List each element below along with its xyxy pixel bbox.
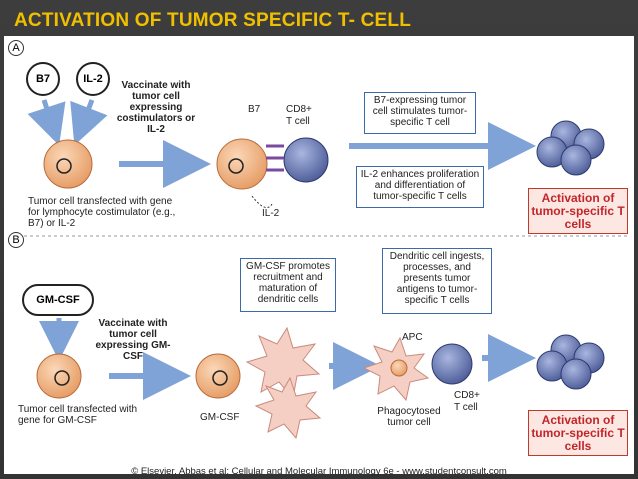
box-b7-stimulates: B7-expressing tumor cell stimulates tumo… [364, 92, 476, 134]
tcell-label-a: T cell [286, 116, 310, 127]
cd8-label-b: CD8+ [454, 390, 480, 401]
tumor-cell-text-a: Tumor cell transfected with gene for lym… [28, 196, 176, 229]
arrow-il2-to-cell [70, 99, 108, 146]
t-cell-b [431, 343, 473, 385]
diagram-panel: A B B7 IL-2 Vaccinate with tumor cell ex… [4, 36, 634, 477]
il2-label: IL-2 [262, 208, 280, 219]
tumor-cell-a [43, 139, 93, 189]
vaccinate-text-b: Vaccinate with tumor cell expressing GM-… [95, 318, 171, 362]
slide-title: ACTIVATION OF TUMOR SPECIFIC T- CELL [14, 10, 412, 31]
activated-t-cells-b [536, 334, 605, 390]
apc-label: APC [402, 332, 423, 343]
tumor-cell-b [36, 353, 82, 399]
result-activation-b: Activation of tumor-specific T cells [528, 410, 628, 456]
diagram-graphics [24, 99, 629, 440]
result-activation-a: Activation of tumor-specific T cells [528, 188, 628, 234]
t-cell-a [283, 137, 329, 183]
b7-label: B7 [248, 104, 261, 115]
box-gmcsf-promotes: GM-CSF promotes recruitment and maturati… [240, 258, 336, 312]
il2-badge: IL-2 [76, 62, 110, 96]
gmcsf-badge: GM-CSF [22, 284, 94, 316]
panel-letter-b: B [8, 232, 24, 248]
arrow-b7-to-cell [27, 99, 66, 146]
copyright-caption: © Elsevier. Abbas et al: Cellular and Mo… [131, 466, 507, 477]
box-il2-enhances: IL-2 enhances proliferation and differen… [356, 166, 484, 208]
gmcsf-label: GM-CSF [200, 412, 240, 423]
tumor-cell-text-b: Tumor cell transfected with gene for GM-… [18, 404, 138, 426]
cd8-label-a: CD8+ [286, 104, 312, 115]
panel-letter-a: A [8, 40, 24, 56]
phagocytosed-label: Phagocytosed tumor cell [377, 406, 441, 428]
tumor-cell-b2 [195, 353, 241, 399]
activated-t-cells-a [536, 120, 605, 176]
b7-badge: B7 [26, 62, 60, 96]
vaccinate-text-a: Vaccinate with tumor cell expressing cos… [116, 80, 196, 135]
tcell-label-b: T cell [454, 402, 478, 413]
dendritic-cells [245, 326, 322, 440]
box-dendritic-cell: Dendritic cell ingests, processes, and p… [382, 248, 492, 314]
